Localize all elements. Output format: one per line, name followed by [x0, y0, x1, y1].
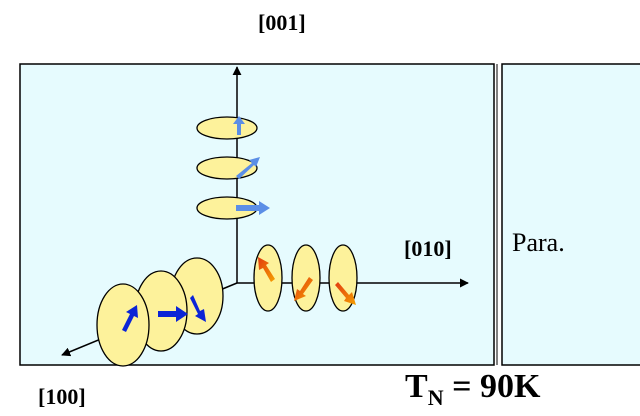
- neel-temperature-label: TN = 90K: [405, 368, 540, 411]
- ordered-phase-panel: [20, 64, 494, 365]
- paramagnetic-panel: [502, 64, 640, 365]
- paramagnetic-label: Para.: [512, 228, 565, 258]
- ellipse-010-1: [254, 245, 282, 311]
- ellipse-001-top: [197, 117, 257, 139]
- axis-label-100: [100]: [38, 384, 86, 410]
- axis-label-010: [010]: [404, 236, 452, 262]
- axis-label-001: [001]: [258, 10, 306, 36]
- spin-stack-010: [254, 245, 357, 311]
- ellipse-010-2: [292, 245, 320, 311]
- tn-subscript: N: [428, 385, 444, 410]
- tn-symbol: T: [405, 368, 428, 405]
- tn-value: = 90K: [444, 368, 541, 405]
- ellipse-100-front: [97, 284, 149, 366]
